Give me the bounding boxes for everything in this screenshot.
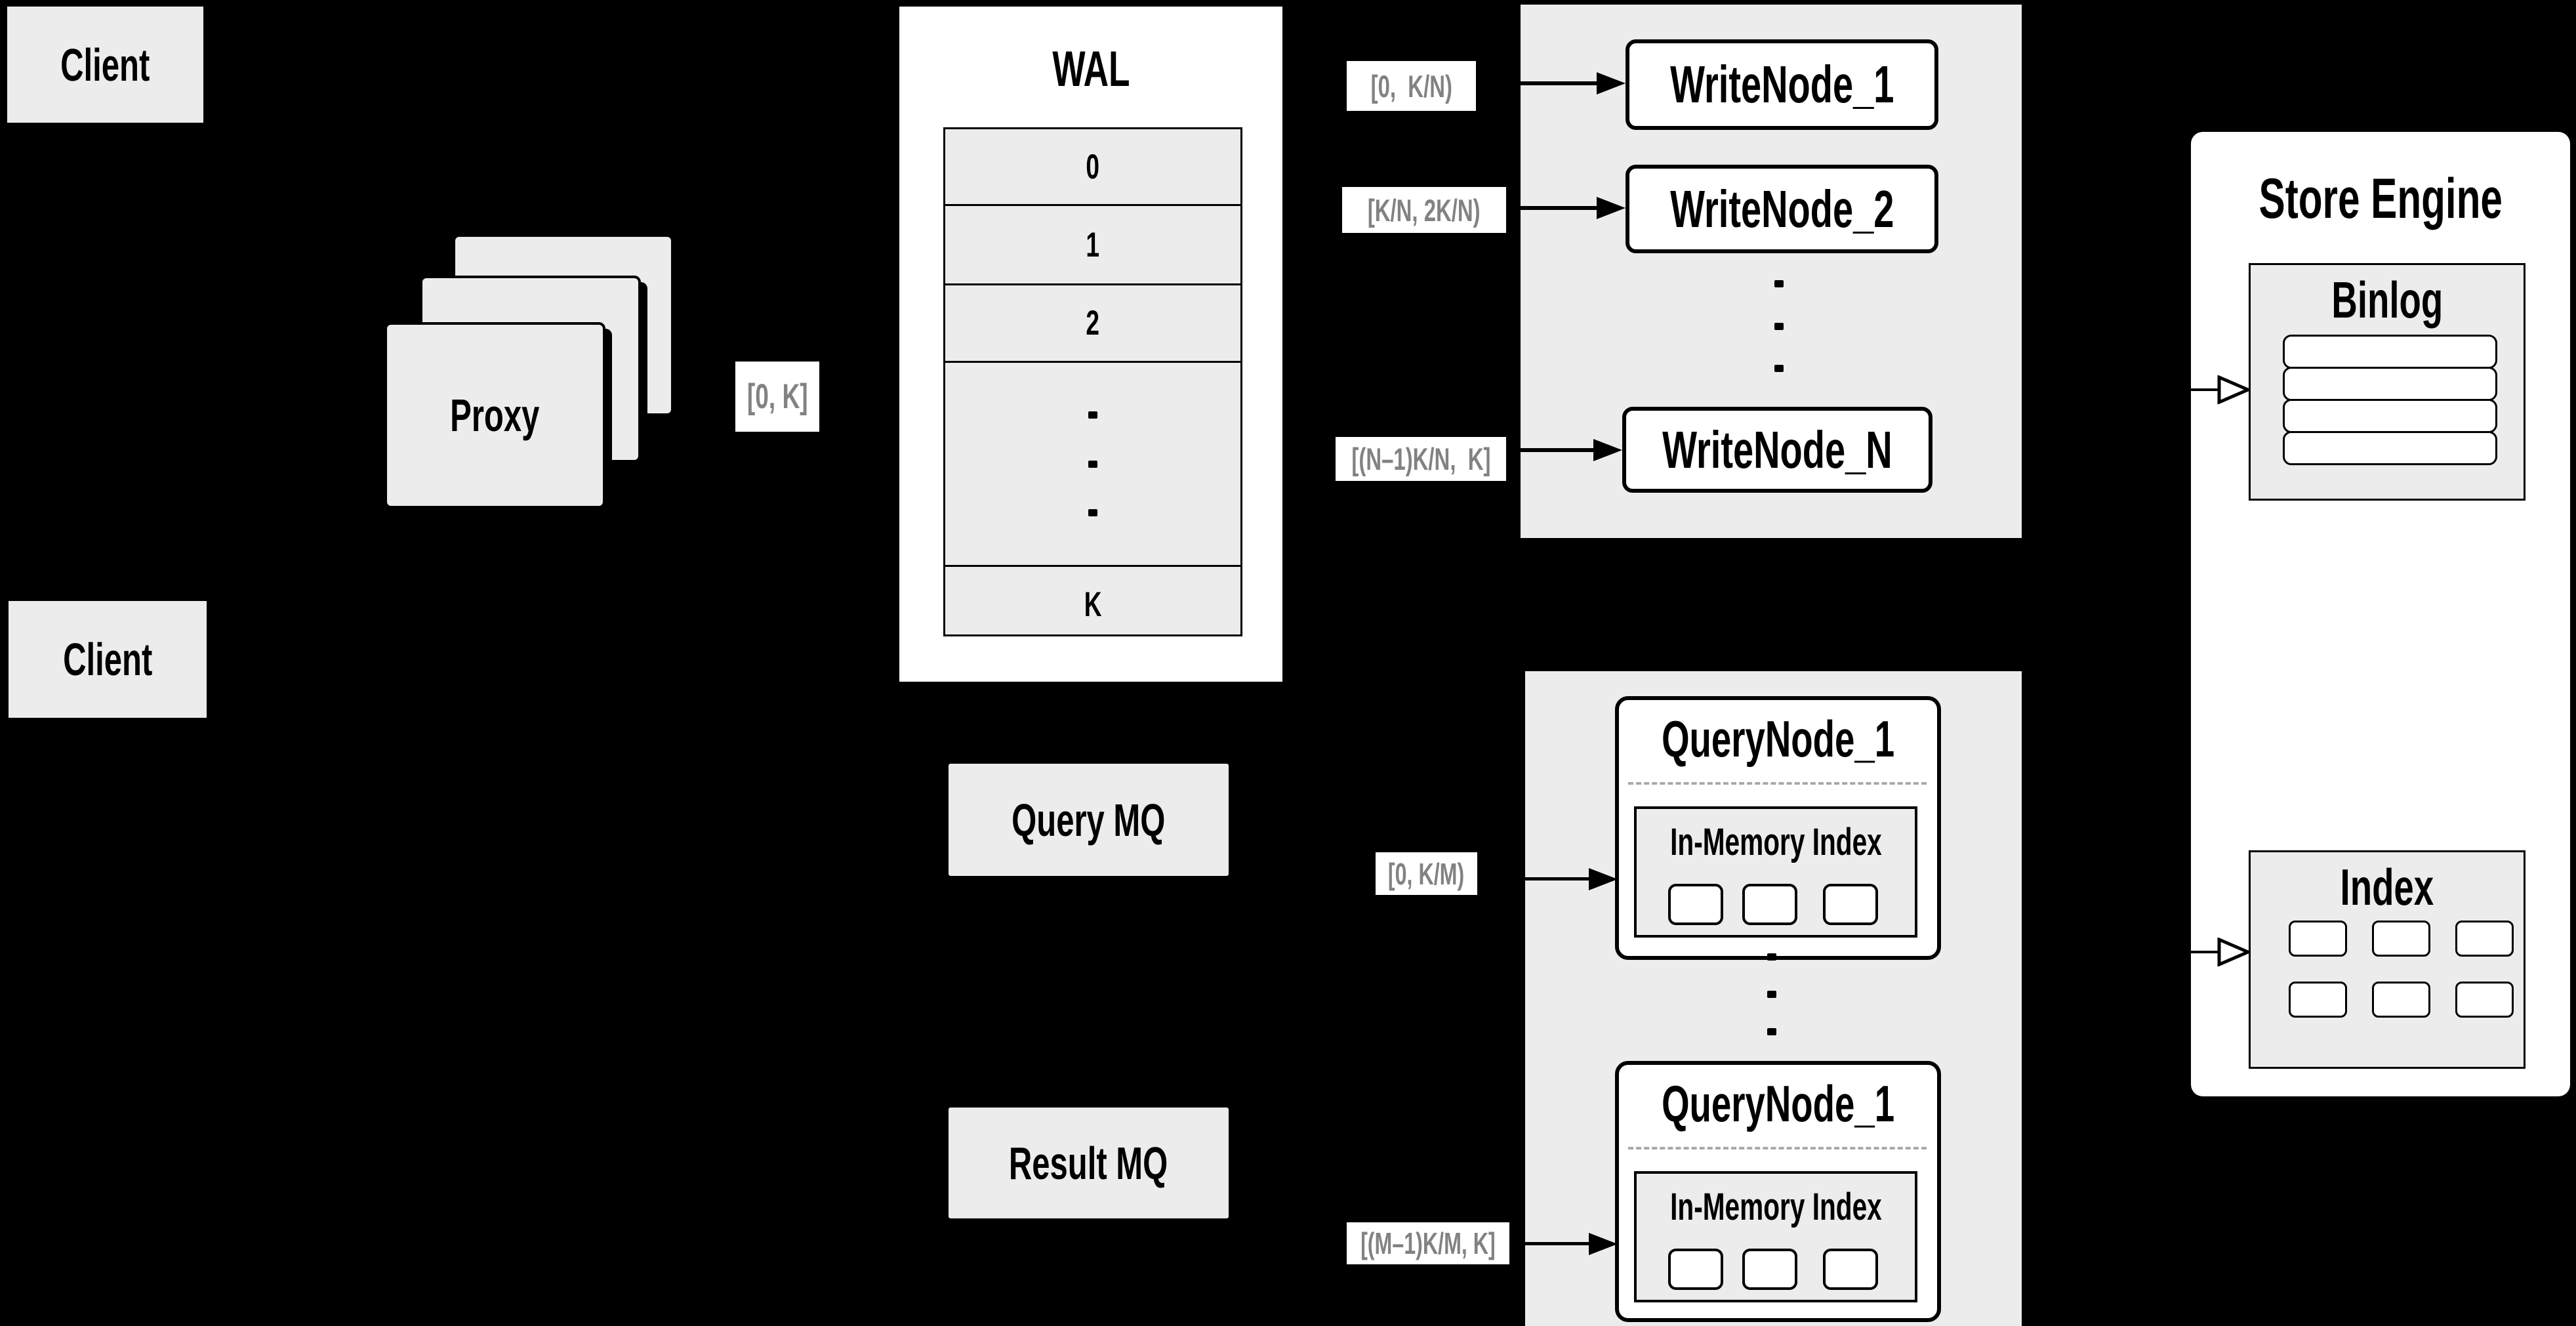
client-label: Client bbox=[62, 634, 153, 685]
query-mq-box: Query MQ bbox=[947, 762, 1231, 878]
range-label: [K/N, 2K/N) bbox=[1368, 192, 1481, 228]
query-cluster-panel: QueryNode_1 In-Memory Index QueryNode_1 bbox=[1525, 671, 2022, 1326]
write-cluster-panel: WriteNode_1 WriteNode_2 WriteNode_N bbox=[1521, 5, 2022, 538]
wal-cell-ellipsis bbox=[945, 363, 1240, 567]
store-engine-title-row: Store Engine bbox=[2191, 161, 2570, 237]
wal-cell-k: K bbox=[945, 567, 1240, 642]
open-arrowhead-icon bbox=[2217, 375, 2250, 404]
memory-cell bbox=[1823, 1249, 1878, 1290]
write-node-label: WriteNode_1 bbox=[1669, 55, 1894, 114]
client-box-top: Client bbox=[5, 5, 205, 125]
index-cell bbox=[2455, 982, 2514, 1018]
dashed-divider bbox=[1628, 1147, 1927, 1150]
wal-title-row: WAL bbox=[899, 33, 1282, 105]
query-node-title-row: QueryNode_1 bbox=[1619, 1065, 1937, 1142]
memory-cell bbox=[1668, 1249, 1723, 1290]
arrow-line bbox=[1525, 1242, 1591, 1245]
range-chip-proxy-wal: [0, K] bbox=[735, 362, 819, 432]
query-node-top: QueryNode_1 In-Memory Index bbox=[1615, 696, 1941, 960]
binlog-row bbox=[2283, 399, 2497, 433]
in-memory-title-row: In-Memory Index bbox=[1637, 1174, 1915, 1239]
index-cell bbox=[2289, 982, 2347, 1018]
dashed-divider bbox=[1628, 782, 1927, 785]
range-label: [0, K] bbox=[746, 377, 808, 416]
ellipsis-dots bbox=[1088, 411, 1097, 516]
memory-cell bbox=[1742, 1249, 1797, 1290]
binlog-title-row: Binlog bbox=[2251, 270, 2524, 329]
filled-arrowhead-icon bbox=[1593, 439, 1622, 461]
client-label: Client bbox=[60, 39, 150, 91]
in-memory-index-label: In-Memory Index bbox=[1669, 1185, 1882, 1228]
index-box: Index bbox=[2249, 850, 2525, 1069]
write-node-2: WriteNode_2 bbox=[1625, 165, 1938, 253]
in-memory-index-label: In-Memory Index bbox=[1669, 820, 1882, 863]
index-cell bbox=[2372, 921, 2430, 957]
index-cell bbox=[2372, 982, 2430, 1018]
wal-cells: 0 1 2 K bbox=[943, 127, 1242, 636]
filled-arrowhead-icon bbox=[1589, 868, 1618, 890]
wal-cell-1: 1 bbox=[945, 206, 1240, 285]
memory-cell bbox=[1823, 884, 1878, 925]
index-cell bbox=[2289, 921, 2347, 957]
wal-title: WAL bbox=[1052, 41, 1130, 97]
range-chip-write-n: [(N–1)K/N, K] bbox=[1336, 437, 1506, 481]
wal-cell-label: 1 bbox=[1086, 225, 1100, 264]
index-title: Index bbox=[2340, 858, 2434, 916]
range-label: [0, K/N) bbox=[1370, 68, 1452, 104]
wal-cell-label: 2 bbox=[1086, 304, 1100, 342]
result-mq-box: Result MQ bbox=[947, 1106, 1231, 1220]
query-node-label: QueryNode_1 bbox=[1661, 1074, 1895, 1132]
client-box-bottom: Client bbox=[7, 599, 209, 720]
wal-cell-0: 0 bbox=[945, 129, 1240, 206]
store-engine-title: Store Engine bbox=[2259, 167, 2503, 230]
ellipsis-dots bbox=[1767, 953, 1776, 1035]
arrow-line bbox=[2191, 951, 2222, 953]
index-title-row: Index bbox=[2251, 858, 2524, 917]
wal-cell-2: 2 bbox=[945, 285, 1240, 363]
ellipsis-dots bbox=[1774, 280, 1784, 372]
query-node-bottom: QueryNode_1 In-Memory Index bbox=[1615, 1061, 1941, 1322]
range-label: [(N–1)K/N, K] bbox=[1351, 442, 1491, 476]
wal-box: WAL 0 1 2 K bbox=[897, 5, 1284, 684]
arrow-line bbox=[1521, 448, 1595, 452]
write-node-label: WriteNode_N bbox=[1662, 420, 1892, 479]
arrow-line bbox=[1521, 206, 1598, 210]
in-memory-title-row: In-Memory Index bbox=[1637, 809, 1915, 875]
in-memory-index-box: In-Memory Index bbox=[1634, 806, 1917, 938]
proxy-box-front: Proxy bbox=[384, 322, 605, 508]
binlog-row bbox=[2283, 431, 2497, 465]
binlog-title: Binlog bbox=[2331, 270, 2443, 329]
filled-arrowhead-icon bbox=[1589, 1233, 1618, 1255]
wal-cell-label: K bbox=[1084, 585, 1102, 624]
binlog-row bbox=[2283, 335, 2497, 369]
range-label: [0, K/M) bbox=[1388, 856, 1465, 891]
filled-arrowhead-icon bbox=[1597, 197, 1625, 219]
binlog-row bbox=[2283, 367, 2497, 401]
memory-cell bbox=[1742, 884, 1797, 925]
index-cell bbox=[2455, 921, 2514, 957]
arrow-line bbox=[1525, 877, 1591, 881]
proxy-label: Proxy bbox=[450, 390, 540, 441]
query-node-label: QueryNode_1 bbox=[1661, 709, 1895, 768]
range-chip-query-m: [(M–1)K/M, K] bbox=[1347, 1222, 1509, 1264]
range-chip-write-2: [K/N, 2K/N) bbox=[1342, 187, 1506, 233]
arrow-line bbox=[1521, 81, 1598, 85]
query-mq-label: Query MQ bbox=[1012, 794, 1166, 846]
range-chip-query-1: [0, K/M) bbox=[1376, 852, 1477, 895]
range-chip-write-1: [0, K/N) bbox=[1347, 61, 1476, 111]
open-arrowhead-icon bbox=[2217, 938, 2250, 966]
result-mq-label: Result MQ bbox=[1009, 1137, 1168, 1189]
range-label: [(M–1)K/M, K] bbox=[1360, 1226, 1496, 1260]
write-node-1: WriteNode_1 bbox=[1625, 39, 1938, 130]
store-engine-box: Store Engine Binlog Index bbox=[2191, 132, 2570, 1096]
binlog-box: Binlog bbox=[2249, 263, 2525, 501]
query-node-title-row: QueryNode_1 bbox=[1619, 700, 1937, 777]
in-memory-index-box: In-Memory Index bbox=[1634, 1171, 1917, 1302]
memory-cell bbox=[1668, 884, 1723, 925]
write-node-n: WriteNode_N bbox=[1622, 407, 1932, 493]
write-node-label: WriteNode_2 bbox=[1669, 179, 1894, 238]
filled-arrowhead-icon bbox=[1597, 72, 1625, 94]
arrow-line bbox=[2191, 388, 2222, 391]
wal-cell-label: 0 bbox=[1086, 147, 1100, 186]
